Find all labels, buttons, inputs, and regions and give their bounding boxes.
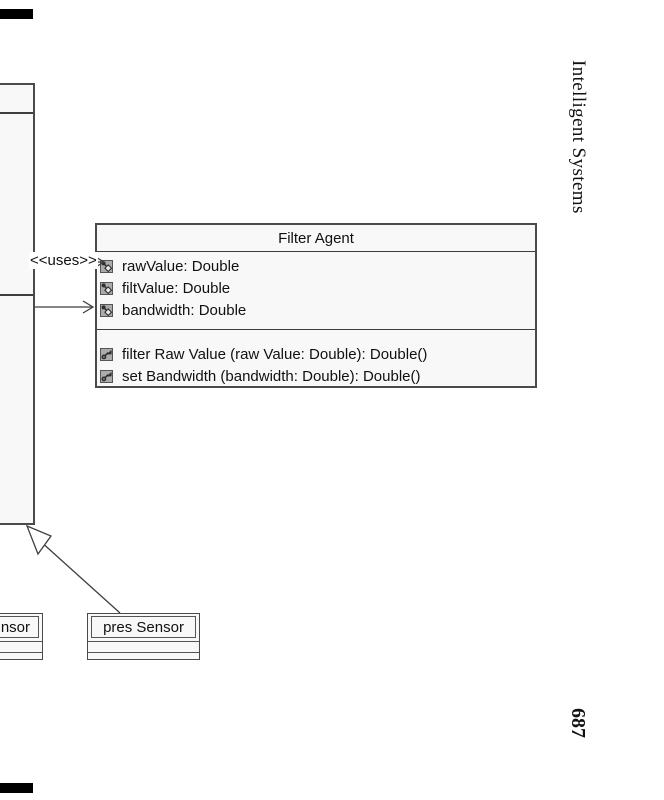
class-operations-compartment bbox=[88, 651, 199, 660]
operation-label: filter Raw Value (raw Value: Double): Do… bbox=[122, 345, 428, 363]
operation-label: set Bandwidth (bandwidth: Double): Doubl… bbox=[122, 367, 421, 385]
class-title: pres Sensor bbox=[91, 616, 196, 638]
attribute-icon bbox=[100, 303, 113, 317]
class-attributes-compartment bbox=[88, 640, 199, 652]
class-box-pres-sensor: pres Sensor bbox=[87, 613, 200, 660]
operation-row: set Bandwidth (bandwidth: Double): Doubl… bbox=[97, 365, 535, 387]
attribute-label: bandwidth: Double bbox=[122, 301, 247, 319]
operation-icon bbox=[100, 369, 113, 383]
running-header: Intelligent Systems bbox=[568, 60, 589, 214]
page-edge-tab-top bbox=[0, 9, 33, 19]
class-attributes-compartment bbox=[0, 112, 33, 296]
attribute-icon bbox=[100, 281, 113, 295]
class-box-partial-sensor: nsor bbox=[0, 613, 43, 660]
class-operations-compartment bbox=[0, 296, 33, 523]
attribute-row: bandwidth: Double bbox=[97, 299, 535, 321]
uses-stereotype-label: <<uses>> bbox=[29, 252, 98, 269]
operation-row: filter Raw Value (raw Value: Double): Do… bbox=[97, 343, 535, 365]
page-edge-tab-bottom bbox=[0, 783, 33, 793]
attribute-label: rawValue: Double bbox=[122, 257, 240, 275]
class-box-partial-left bbox=[0, 83, 35, 525]
class-title: Filter Agent bbox=[97, 225, 535, 252]
class-box-filter-agent: Filter Agent rawValue: Double filtValue:… bbox=[95, 223, 537, 388]
class-attributes-compartment bbox=[0, 640, 42, 652]
class-operations-compartment bbox=[0, 651, 42, 660]
dependency-arrowhead-icon bbox=[82, 300, 95, 314]
operation-icon bbox=[100, 347, 113, 361]
class-title-compartment bbox=[0, 85, 33, 112]
attribute-icon bbox=[100, 259, 113, 273]
page-number: 687 bbox=[567, 708, 589, 738]
class-title: nsor bbox=[0, 616, 39, 638]
generalization-line bbox=[44, 544, 121, 614]
attribute-label: filtValue: Double bbox=[122, 279, 231, 297]
generalization-triangle-icon bbox=[25, 524, 53, 556]
attribute-row: filtValue: Double bbox=[97, 277, 535, 299]
class-operations-compartment: filter Raw Value (raw Value: Double): Do… bbox=[97, 330, 535, 387]
class-attributes-compartment: rawValue: Double filtValue: Double bandw… bbox=[97, 252, 535, 330]
attribute-row: rawValue: Double bbox=[97, 255, 535, 277]
